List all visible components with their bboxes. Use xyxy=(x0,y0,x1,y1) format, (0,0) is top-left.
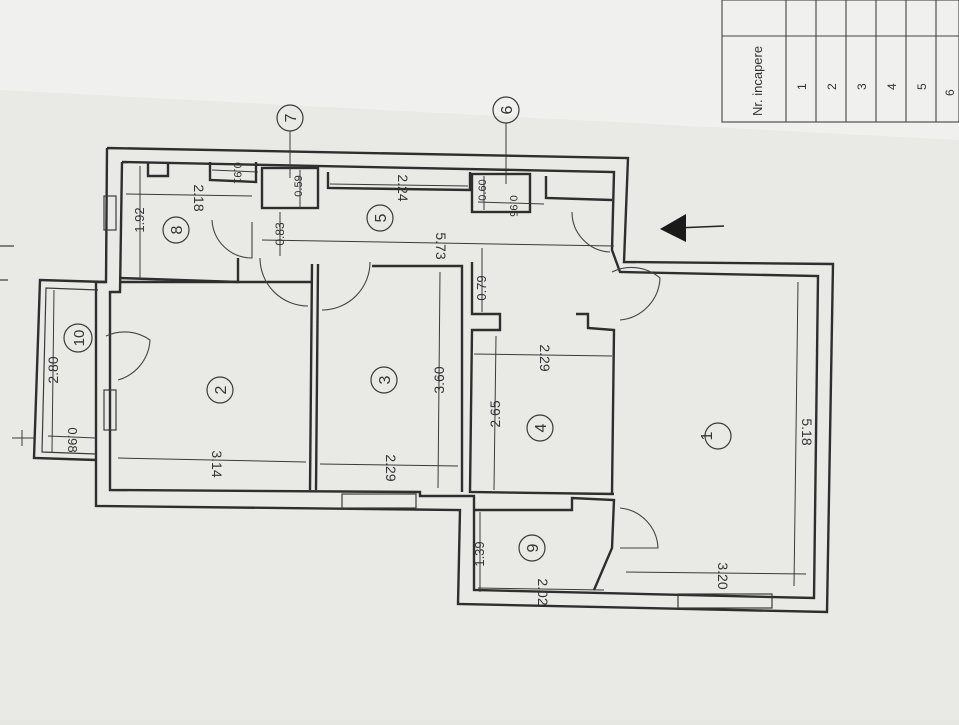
dim-label: 2.29 xyxy=(383,454,399,481)
dimension-labels: 5.18 3.20 3.14 2.80 0.98 3.60 2.29 2.65 … xyxy=(45,162,815,606)
partition-8 xyxy=(119,258,240,284)
dim-line xyxy=(125,193,253,197)
table-row: 6 xyxy=(943,89,957,96)
dim-line xyxy=(117,457,307,463)
table-row: 3 xyxy=(855,83,869,90)
room-2-circle xyxy=(206,376,234,404)
dim-label: 2.80 xyxy=(45,356,61,383)
window xyxy=(103,389,117,431)
dim-line xyxy=(473,353,613,357)
window xyxy=(341,493,417,509)
room-9-label: 9 xyxy=(525,543,542,552)
room-7-label: 7 xyxy=(283,113,300,122)
dimension-lines xyxy=(12,166,807,592)
dim-label: 0.91 xyxy=(231,162,243,183)
room-5-label: 5 xyxy=(373,213,390,222)
niche-6 xyxy=(470,172,532,214)
dim-label: 2.18 xyxy=(191,184,207,211)
dim-label: 5.73 xyxy=(433,232,449,259)
partition-3-4 xyxy=(372,264,464,492)
dim-label: 3.20 xyxy=(715,562,731,589)
dim-label: 0.59 xyxy=(293,175,305,196)
dim-line xyxy=(477,587,605,591)
sheet-edge-marks xyxy=(0,245,14,281)
dim-label: 5.18 xyxy=(799,418,815,445)
room-labels: 1 2 3 4 5 6 7 8 9 10 xyxy=(63,96,732,562)
dim-line xyxy=(437,271,441,489)
dim-label: 2.29 xyxy=(537,344,553,371)
table-row: 2 xyxy=(825,83,839,90)
room-10-circle xyxy=(63,323,93,353)
door-arc xyxy=(611,266,661,321)
door-arc xyxy=(105,331,151,381)
table-row: 1 xyxy=(795,83,809,90)
room-8-circle xyxy=(162,216,190,244)
table-row: 4 xyxy=(885,83,899,90)
dim-label: 2.24 xyxy=(395,174,411,201)
dim-line xyxy=(625,571,807,575)
room-6-label: 6 xyxy=(499,105,516,114)
room-1-circle xyxy=(704,422,732,450)
dim-line xyxy=(261,239,615,247)
dim-label: 0.79 xyxy=(474,275,489,300)
entrance-arrow-icon xyxy=(660,214,725,242)
dim-line xyxy=(47,435,97,439)
table-border xyxy=(721,0,959,123)
doors xyxy=(105,211,661,549)
balcony-wall xyxy=(32,278,107,462)
dim-label: 0.83 xyxy=(273,222,287,246)
door-arc xyxy=(259,257,309,307)
inner-wall xyxy=(108,160,820,600)
dim-label: 2.65 xyxy=(487,400,503,427)
room-1-label: 1 xyxy=(699,431,716,440)
stub-8b xyxy=(146,162,170,178)
stub-6 xyxy=(544,176,613,202)
paper-highlight xyxy=(0,0,959,140)
partition-2-3 xyxy=(308,263,314,491)
room-8-label: 8 xyxy=(169,225,186,234)
dim-line xyxy=(319,463,459,467)
dim-line xyxy=(477,201,545,205)
dim-label: 3.14 xyxy=(209,450,225,477)
door-arc xyxy=(321,261,371,311)
partition-4 xyxy=(468,262,615,496)
dim-line xyxy=(493,335,497,491)
partition-4-1 xyxy=(576,312,616,495)
room-4-label: 4 xyxy=(533,423,550,432)
dim-label: 0.98 xyxy=(65,427,80,452)
room-3-label: 3 xyxy=(377,375,394,384)
stub-5 xyxy=(326,172,472,192)
room-3-circle xyxy=(370,366,398,394)
window xyxy=(103,195,117,231)
dim-label: 0.60 xyxy=(477,179,489,200)
room-9-circle xyxy=(518,534,546,562)
room-4-circle xyxy=(526,414,554,442)
dim-line xyxy=(793,281,799,587)
dim-label: 1.39 xyxy=(472,541,487,566)
dim-line xyxy=(51,289,55,453)
dim-line xyxy=(329,183,469,187)
room-10-label: 10 xyxy=(71,330,88,347)
partition-2-3b xyxy=(314,263,320,491)
partition-9 xyxy=(474,496,616,591)
walls xyxy=(32,146,835,614)
dim-line xyxy=(211,169,259,173)
room-5-circle xyxy=(366,204,394,232)
table-row: 5 xyxy=(915,83,929,90)
window xyxy=(677,593,773,609)
dim-label: 3.60 xyxy=(431,366,447,393)
room-table: Nr. incapere 1 2 3 4 5 6 xyxy=(721,0,959,123)
table-header: Nr. incapere xyxy=(750,46,765,116)
dim-label: 0.95 xyxy=(507,195,519,216)
dim-label: 1.92 xyxy=(132,207,147,232)
door-arc xyxy=(211,219,253,259)
door-arc xyxy=(619,507,659,549)
balcony-wall-inner xyxy=(41,287,99,455)
door-arc xyxy=(571,211,611,253)
dim-label: 2.02 xyxy=(535,578,551,605)
room-2-label: 2 xyxy=(213,385,230,394)
